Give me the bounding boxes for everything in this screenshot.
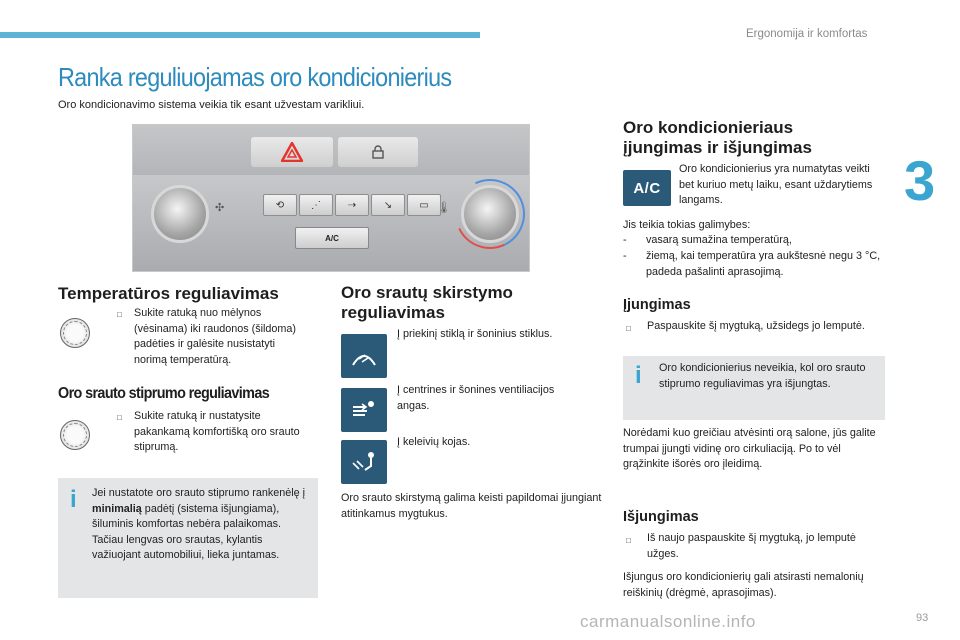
dash: -	[623, 250, 627, 262]
feet-button: ↘	[371, 194, 405, 216]
airflow-knob-icon	[60, 420, 90, 450]
airflow-knob	[151, 185, 209, 243]
distribution-item-1: Į priekinį stiklą ir šoninius stiklus.	[397, 328, 553, 340]
switch-on-instruction: Paspauskite šį mygtuką, užsidegs jo lemp…	[647, 320, 865, 332]
info-text: Oro kondicionierius neveikia, kol oro sr…	[659, 362, 866, 390]
windscreen-button: ⋰	[299, 194, 333, 216]
bullet-icon: □	[117, 413, 122, 422]
ac-button-icon: A/C	[623, 170, 671, 206]
info-box-minimal-airflow: i Jei nustatote oro srauto stiprumo rank…	[58, 478, 318, 598]
bullet-icon: □	[117, 310, 122, 319]
cooling-tip: Norėdami kuo greičiau atvėsinti orą salo…	[623, 427, 876, 470]
temperature-knob	[461, 185, 519, 243]
lock-button	[338, 137, 418, 167]
ac-benefits-title: Jis teikia tokias galimybes:	[623, 219, 751, 231]
temperature-heading: Temperatūros reguliavimas	[58, 284, 279, 303]
bullet-icon: □	[626, 536, 631, 545]
hazard-button	[251, 137, 333, 167]
info-icon: i	[635, 362, 642, 389]
windscreen-vent-icon	[341, 334, 387, 378]
info-icon: i	[70, 486, 77, 513]
rear-demist-button: ▭	[407, 194, 441, 216]
switch-on-heading: Įjungimas	[623, 297, 691, 313]
switch-off-heading: Išjungimas	[623, 509, 699, 525]
section-label: Ergonomija ir komfortas	[746, 28, 868, 40]
hazard-triangle-icon	[281, 142, 303, 162]
switch-off-instruction: Iš naujo paspauskite šį mygtuką, jo lemp…	[647, 532, 856, 560]
fan-icon: ✣	[215, 202, 225, 214]
switch-off-note: Išjungus oro kondicionierių gali atsiras…	[623, 571, 864, 599]
distribution-item-3: Į keleivių kojas.	[397, 436, 471, 448]
airflow-heading: Oro srauto stiprumo reguliavimas	[58, 385, 270, 402]
ac-benefit-2: žiemą, kai temperatūra yra aukštesnė neg…	[646, 250, 881, 278]
footwell-vent-icon	[341, 440, 387, 484]
temperature-instruction: Sukite ratuką nuo mėlynos (vėsinama) iki…	[134, 307, 297, 366]
ac-intro: Oro kondicionierius yra numatytas veikti…	[679, 163, 873, 206]
distribution-note: Oro srauto skirstymą galima keisti papil…	[341, 492, 602, 520]
top-accent-bar	[0, 32, 480, 38]
panel-ac-button: A/C	[295, 227, 369, 249]
temperature-icon: 🌡	[437, 202, 451, 214]
info-text: Jei nustatote oro srauto stiprumo ranken…	[92, 487, 306, 561]
ac-benefit-1: vasarą sumažina temperatūrą,	[646, 234, 792, 246]
lock-icon	[372, 145, 384, 159]
watermark-text: carmanualsonline.info	[580, 612, 756, 631]
control-panel-image: ✣ ⟲ ⋰ ⇢ ↘ ▭ 🌡 A/C	[132, 124, 530, 272]
face-vent-icon	[341, 388, 387, 432]
info-box-ac: i Oro kondicionierius neveikia, kol oro …	[623, 356, 885, 420]
page-title: Ranka reguliuojamas oro kondicionierius	[58, 62, 452, 92]
recirculation-button: ⟲	[263, 194, 297, 216]
temperature-knob-icon	[60, 318, 90, 348]
page-number: 93	[916, 612, 929, 624]
bullet-icon: □	[626, 324, 631, 333]
distribution-buttons: ⟲ ⋰ ⇢ ↘ ▭	[263, 194, 441, 216]
dash: -	[623, 234, 627, 246]
distribution-item-2: Į centrines ir šonines ventiliacijos ang…	[397, 384, 555, 412]
face-button: ⇢	[335, 194, 369, 216]
chapter-number: 3	[904, 149, 936, 212]
page-subtitle: Oro kondicionavimo sistema veikia tik es…	[58, 99, 365, 111]
airflow-instruction: Sukite ratuką ir nustatysite pakankamą k…	[134, 410, 300, 453]
